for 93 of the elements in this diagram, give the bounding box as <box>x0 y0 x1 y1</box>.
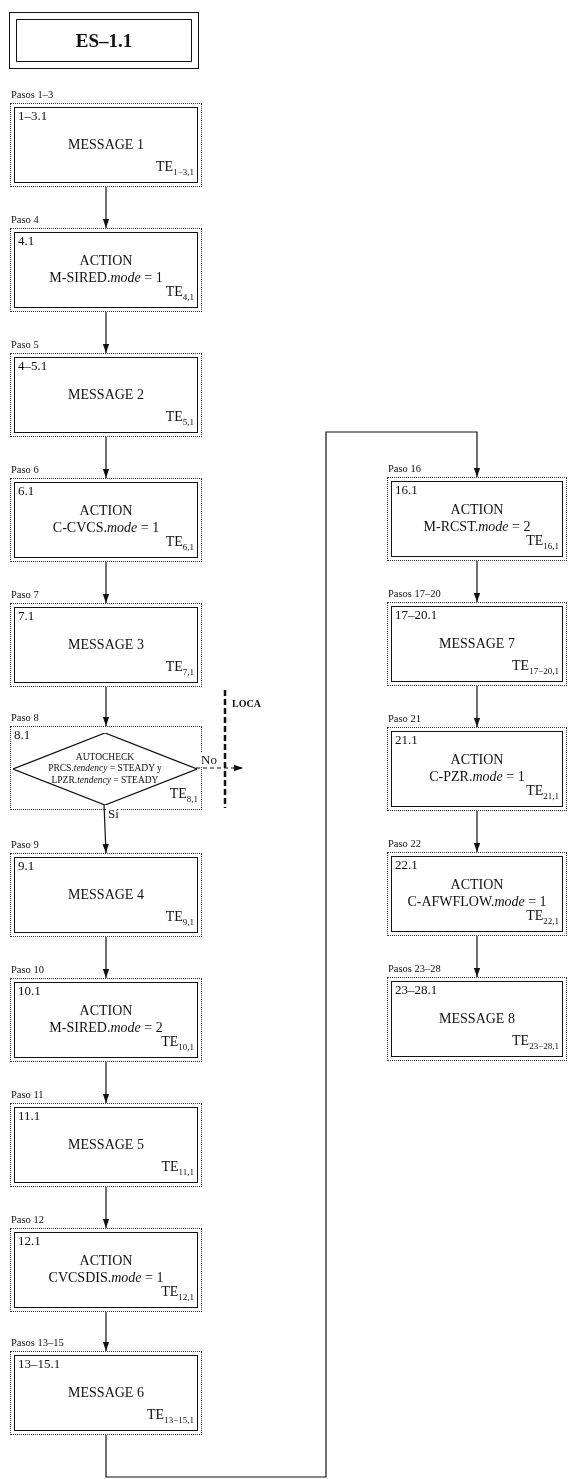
step-text: MESSAGE 4 <box>68 885 144 903</box>
step-number: 1–3.1 <box>18 109 48 123</box>
arrow <box>473 935 481 978</box>
edge-label: No <box>200 753 218 767</box>
step-number: 21.1 <box>395 733 418 747</box>
time-label: TE$_{8,1}$ <box>169 786 198 806</box>
arrow <box>473 560 481 603</box>
time-label: TE$_{17−20,1}$ <box>512 658 559 678</box>
step-label: Pasos 17–20 <box>388 588 441 600</box>
step-text: C-PZR.mode = 1 <box>429 767 525 785</box>
step-number: 17–20.1 <box>395 608 438 622</box>
arrow <box>102 561 110 604</box>
step-number: 8.1 <box>14 728 31 742</box>
step-label: Paso 12 <box>11 1214 44 1226</box>
decision-text: AUTOCHECK <box>74 751 136 764</box>
diagram-title: ES–1.1 <box>16 19 192 62</box>
arrow <box>102 1186 110 1229</box>
step-text: ACTION <box>450 500 504 518</box>
arrow <box>102 186 110 229</box>
step-label: Pasos 1–3 <box>11 89 54 101</box>
time-label: TE$_{7,1}$ <box>165 659 194 679</box>
step-label: Paso 6 <box>11 464 39 476</box>
decision-diamond <box>13 733 197 805</box>
step-label: Paso 21 <box>388 713 421 725</box>
step-text: MESSAGE 7 <box>439 634 515 652</box>
time-label: TE$_{12,1}$ <box>161 1284 194 1304</box>
step-label: Pasos 13–15 <box>11 1337 64 1349</box>
step-text: M-RCST.mode = 2 <box>423 517 531 535</box>
arrow <box>102 936 110 979</box>
time-label: TE$_{6,1}$ <box>165 534 194 554</box>
time-label: TE$_{23−28,1}$ <box>512 1033 559 1053</box>
step-text: ACTION <box>79 1251 133 1269</box>
step-label: Paso 7 <box>11 589 39 601</box>
step-text: M-SIRED.mode = 1 <box>49 268 163 286</box>
step-text: MESSAGE 6 <box>68 1383 144 1401</box>
time-label: TE$_{4,1}$ <box>165 284 194 304</box>
step-number: 6.1 <box>18 484 35 498</box>
decision-text: PRCS.tendency = STEADY y LPZR.tendency = STEADY <box>47 763 163 787</box>
arrow <box>102 1311 110 1352</box>
time-label: TE$_{21,1}$ <box>526 783 559 803</box>
step-text: ACTION <box>79 1001 133 1019</box>
step-number: 13–15.1 <box>18 1357 61 1371</box>
step-number: 23–28.1 <box>395 983 438 997</box>
step-number: 12.1 <box>18 1234 41 1248</box>
step-number: 9.1 <box>18 859 35 873</box>
step-text: CVCSDIS.mode = 1 <box>48 1268 164 1286</box>
step-number: 4–5.1 <box>18 359 48 373</box>
step-text: C-CVCS.mode = 1 <box>52 518 160 536</box>
arrow <box>105 431 481 1478</box>
step-text: ACTION <box>450 875 504 893</box>
step-label: Paso 10 <box>11 964 44 976</box>
step-text: ACTION <box>450 750 504 768</box>
step-label: Paso 11 <box>11 1089 44 1101</box>
step-label: Paso 22 <box>388 838 421 850</box>
boundary-label: LOCA <box>232 698 261 709</box>
arrow <box>195 764 244 772</box>
step-number: 10.1 <box>18 984 41 998</box>
step-label: Paso 4 <box>11 214 39 226</box>
arrow <box>102 686 110 727</box>
step-label: Paso 9 <box>11 839 39 851</box>
step-number: 16.1 <box>395 483 418 497</box>
step-text: ACTION <box>79 251 133 269</box>
time-label: TE$_{22,1}$ <box>526 908 559 928</box>
edge-label: Sí <box>107 807 120 821</box>
step-label: Paso 8 <box>11 712 39 724</box>
time-label: TE$_{10,1}$ <box>161 1034 194 1054</box>
time-label: TE$_{11,1}$ <box>161 1159 194 1179</box>
step-label: Paso 5 <box>11 339 39 351</box>
step-text: MESSAGE 2 <box>68 385 144 403</box>
arrow <box>102 1061 110 1104</box>
time-label: TE$_{13−15,1}$ <box>147 1407 194 1427</box>
step-number: 4.1 <box>18 234 35 248</box>
step-number: 7.1 <box>18 609 35 623</box>
step-label: Pasos 23–28 <box>388 963 441 975</box>
arrow <box>102 436 110 479</box>
step-number: 11.1 <box>18 1109 41 1123</box>
step-text: C-AFWFLOW.mode = 1 <box>407 892 547 910</box>
time-label: TE$_{16,1}$ <box>526 533 559 553</box>
step-text: MESSAGE 3 <box>68 635 144 653</box>
arrow <box>473 685 481 728</box>
step-text: ACTION <box>79 501 133 519</box>
step-label: Paso 16 <box>388 463 421 475</box>
step-text: MESSAGE 1 <box>68 135 144 153</box>
time-label: TE$_{9,1}$ <box>165 909 194 929</box>
step-number: 22.1 <box>395 858 418 872</box>
step-text: M-SIRED.mode = 2 <box>49 1018 163 1036</box>
time-label: TE$_{5,1}$ <box>165 409 194 429</box>
arrow <box>102 803 109 854</box>
time-label: TE$_{1−3,1}$ <box>156 159 194 179</box>
step-text: MESSAGE 8 <box>439 1009 515 1027</box>
arrow <box>473 810 481 853</box>
arrow <box>102 311 110 354</box>
step-text: MESSAGE 5 <box>68 1135 144 1153</box>
